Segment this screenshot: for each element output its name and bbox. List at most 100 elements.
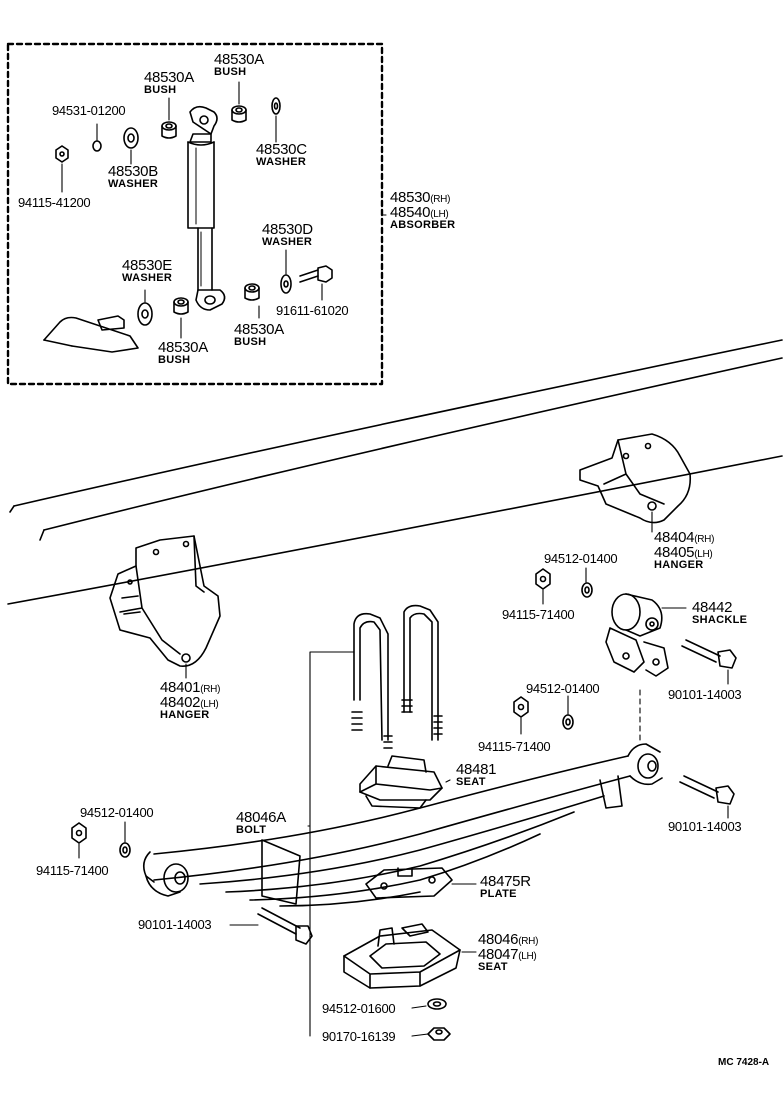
inset-bush-upper-right (231, 105, 247, 123)
label-94512-01400-middle: 94512-01400 (526, 681, 600, 696)
side-indicator: (LH) (694, 549, 713, 560)
part-number: 48530C (256, 141, 307, 158)
bolt-90101-lower (257, 907, 313, 945)
label-94115-41200: 94115-41200 (18, 195, 91, 210)
figure-code: MC 7428-A (718, 1057, 770, 1068)
part-number: 48481 (456, 761, 497, 778)
label-48530-absorber: 48530(RH) 48540(LH) ABSORBER (390, 190, 455, 231)
inset-nut-94115-41200 (55, 145, 69, 163)
label-90101-14003-upper: 90101-14003 (668, 687, 742, 702)
part-description: SHACKLE (692, 614, 748, 626)
part-number: 48530D (262, 221, 313, 238)
part-description: BUSH (144, 84, 177, 96)
part-number: 48530A (214, 51, 264, 68)
inset-washer-94531 (92, 140, 102, 152)
washer-94512-upper (581, 582, 593, 598)
label-94531-01200: 94531-01200 (52, 103, 126, 118)
label-48530a-bottom-right: 48530A BUSH (234, 322, 284, 348)
label-48401-hanger: 48401(RH) 48402(LH) HANGER (160, 680, 220, 721)
part-number: 48530A (158, 339, 208, 356)
label-48046-seat: 48046(RH) 48047(LH) SEAT (478, 932, 538, 973)
part-number: 48404 (654, 529, 695, 546)
bolt-90101-upper (681, 639, 737, 669)
part-number: 48046 (478, 931, 519, 948)
label-94512-01600: 94512-01600 (322, 1001, 396, 1016)
inset-washer-48530e (137, 302, 153, 326)
washer-94512-middle (562, 714, 574, 730)
inset-frame (6, 42, 384, 386)
hanger-48401 (109, 535, 221, 667)
label-94115-71400-middle: 94115-71400 (478, 739, 551, 754)
side-indicator: (LH) (518, 951, 537, 962)
label-94115-71400-left: 94115-71400 (36, 863, 109, 878)
part-number: 48530 (390, 189, 431, 206)
label-91611-61020: 91611-61020 (276, 303, 349, 318)
side-indicator: (RH) (694, 534, 715, 545)
main-leaders (78, 511, 729, 1037)
side-indicator: (RH) (200, 684, 221, 695)
part-number: 48530B (108, 163, 158, 180)
part-description: WASHER (262, 236, 313, 248)
part-description: HANGER (160, 709, 210, 721)
washer-94512-left (119, 842, 131, 858)
bolt-90101-middle (679, 775, 735, 805)
part-number: 48405 (654, 544, 695, 561)
part-number: 48530A (234, 321, 284, 338)
inset-mount-bracket (43, 315, 139, 353)
label-90101-14003-lower: 90101-14003 (138, 917, 212, 932)
inset-bush-upper-left (161, 121, 177, 139)
side-indicator: (RH) (430, 194, 451, 205)
nut-90170-16139 (427, 1027, 451, 1041)
inset-bush-lower-left (173, 297, 189, 315)
inset-washer-48530d (280, 274, 292, 294)
part-number: 48475R (480, 873, 531, 890)
label-48530c: 48530C WASHER (256, 142, 307, 168)
inset-washer-48530b (123, 127, 139, 149)
part-description: SEAT (456, 776, 486, 788)
label-48046a-bolt: 48046A BOLT (236, 810, 286, 836)
label-48442-shackle: 48442 SHACKLE (692, 600, 747, 626)
label-48530a-top-left: 48530A BUSH (144, 70, 194, 96)
part-description: WASHER (256, 156, 307, 168)
part-description: BUSH (234, 336, 267, 348)
part-number: 48442 (692, 599, 733, 616)
label-48530b: 48530B WASHER (108, 164, 158, 190)
label-94512-01400-upper: 94512-01400 (544, 551, 618, 566)
plate-48475r (365, 867, 453, 899)
label-94115-71400-upper: 94115-71400 (502, 607, 575, 622)
nut-94115-left (71, 822, 87, 844)
seat-48046 (343, 923, 461, 989)
part-number: 48540 (390, 204, 431, 221)
part-number: 48530A (144, 69, 194, 86)
part-description: WASHER (108, 178, 159, 190)
label-94512-01400-left: 94512-01400 (80, 805, 154, 820)
part-number: 48401 (160, 679, 201, 696)
label-48530e: 48530E WASHER (122, 258, 172, 284)
hanger-48404 (579, 433, 692, 524)
part-description: BUSH (214, 66, 247, 78)
leaf-spring (142, 743, 663, 907)
label-48475r-plate: 48475R PLATE (480, 874, 531, 900)
nut-94115-upper (535, 568, 551, 590)
label-48530d: 48530D WASHER (262, 222, 313, 248)
nut-94115-middle (513, 696, 529, 718)
washer-94512-01600 (427, 998, 447, 1010)
part-description: HANGER (654, 559, 704, 571)
part-number: 48047 (478, 946, 519, 963)
u-bolt-right (401, 604, 443, 741)
part-description: BOLT (236, 824, 267, 836)
part-description: ABSORBER (390, 219, 456, 231)
side-indicator: (LH) (200, 699, 219, 710)
part-number: 48402 (160, 694, 201, 711)
inset-bolt-91611 (299, 265, 333, 283)
inset-washer-48530c (271, 97, 281, 115)
label-48481-seat: 48481 SEAT (456, 761, 497, 788)
label-48404-hanger: 48404(RH) 48405(LH) HANGER (654, 530, 714, 571)
seat-48481 (359, 755, 443, 809)
inset-leaders (61, 81, 387, 339)
shock-absorber (187, 105, 226, 311)
part-number: 48046A (236, 809, 286, 826)
label-90170-16139: 90170-16139 (322, 1029, 396, 1044)
side-indicator: (LH) (430, 209, 449, 220)
